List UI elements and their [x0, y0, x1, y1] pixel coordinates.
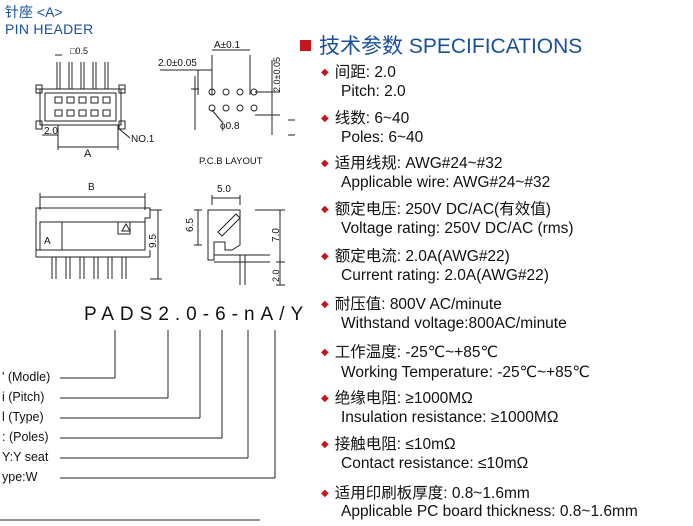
dim-a: A [84, 148, 92, 160]
diamond-bullet-icon: ◆ [321, 158, 329, 169]
legend-item: ype:W [2, 470, 38, 484]
spec-cn: ◆适用线规: AWG#24~#32 [321, 155, 503, 172]
diamond-bullet-icon: ◆ [321, 299, 329, 310]
top-view [35, 54, 131, 150]
dim-5-0: 5.0 [217, 184, 231, 195]
spec-cn: ◆工作温度: -25℃~+85℃ [321, 344, 498, 361]
legend-item: : (Poles) [2, 430, 49, 444]
spec-en: Current rating: 2.0A(AWG#22) [341, 267, 549, 284]
dim-pitch-tol-v: 2.0±0.05 [272, 57, 282, 92]
spec-en: Working Temperature: -25℃~+85℃ [341, 364, 590, 381]
mark-a: A [44, 236, 51, 247]
spec-en: Contact resistance: ≤10mΩ [341, 455, 529, 472]
front-view [35, 193, 162, 280]
diamond-bullet-icon: ◆ [321, 67, 329, 78]
legend-item: i (Pitch) [2, 390, 45, 404]
diamond-bullet-icon: ◆ [321, 204, 329, 215]
spec-cn: ◆间距: 2.0 [321, 64, 396, 81]
spec-cn: ◆适用印刷板厚度: 0.8~1.6mm [321, 485, 530, 502]
spec-title-cn: 技术参数 [319, 35, 403, 58]
spec-en: Insulation resistance: ≥1000MΩ [341, 409, 559, 426]
dim-a-tol: A±0.1 [214, 40, 240, 51]
part-code: PADS2.0-6-nA/Y [84, 304, 310, 325]
pcb-layout-view [160, 49, 295, 136]
dim-6-5: 6.5 [185, 218, 196, 232]
legend-item: l (Type) [2, 410, 44, 424]
diamond-bullet-icon: ◆ [321, 488, 329, 499]
header-title-cn: 针座 <A> [5, 4, 63, 20]
side-view [194, 195, 285, 286]
diamond-bullet-icon: ◆ [321, 113, 329, 124]
legend-item: ' (Modle) [2, 370, 51, 384]
dim-9-5: 9.5 [148, 234, 159, 248]
spec-en: Pitch: 2.0 [341, 83, 406, 100]
spec-cn: ◆绝缘电阻: ≥1000MΩ [321, 390, 473, 407]
spec-title: 技术参数 SPECIFICATIONS [300, 30, 582, 60]
diamond-bullet-icon: ◆ [321, 393, 329, 404]
diamond-bullet-icon: ◆ [321, 439, 329, 450]
spec-cn: ◆额定电压: 250V DC/AC(有效值) [321, 201, 551, 218]
code-leader-lines [0, 330, 276, 521]
diamond-bullet-icon: ◆ [321, 347, 329, 358]
dim-7-0: 7.0 [271, 228, 282, 242]
no1-label: NO.1 [131, 134, 155, 145]
dim-2-0-side: 2.0 [271, 269, 281, 282]
spec-en: Applicable PC board thickness: 0.8~1.6mm [341, 503, 638, 520]
diamond-bullet-icon: ◆ [321, 251, 329, 262]
spec-en: Poles: 6~40 [341, 129, 424, 146]
spec-title-en: SPECIFICATIONS [408, 35, 583, 58]
header-title-en: PIN HEADER [5, 21, 94, 37]
legend-item: Y:Y seat [2, 450, 49, 464]
spec-en: Withstand voltage:800AC/minute [341, 315, 567, 332]
technical-drawing: □0.5 2.0 A NO.1 A±0.1 2.0±0.05 2.0±0.05 … [0, 40, 295, 521]
dim-hole: ϕ0.8 [220, 121, 240, 132]
spec-en: Voltage rating: 250V DC/AC (rms) [341, 220, 574, 237]
pcb-layout-label: P.C.B LAYOUT [199, 156, 263, 167]
dim-pin-square: □0.5 [70, 46, 88, 56]
spec-en: Applicable wire: AWG#24~#32 [341, 174, 551, 191]
dim-2-0-left: 2.0 [44, 126, 58, 137]
dim-pitch-tol: 2.0±0.05 [158, 58, 197, 69]
spec-cn: ◆耐压值: 800V AC/minute [321, 296, 502, 313]
spec-cn: ◆线数: 6~40 [321, 110, 410, 127]
spec-cn: ◆额定电流: 2.0A(AWG#22) [321, 248, 510, 265]
red-square-icon [300, 40, 311, 51]
spec-cn: ◆接触电阻: ≤10mΩ [321, 436, 456, 453]
dim-b: B [88, 182, 95, 193]
